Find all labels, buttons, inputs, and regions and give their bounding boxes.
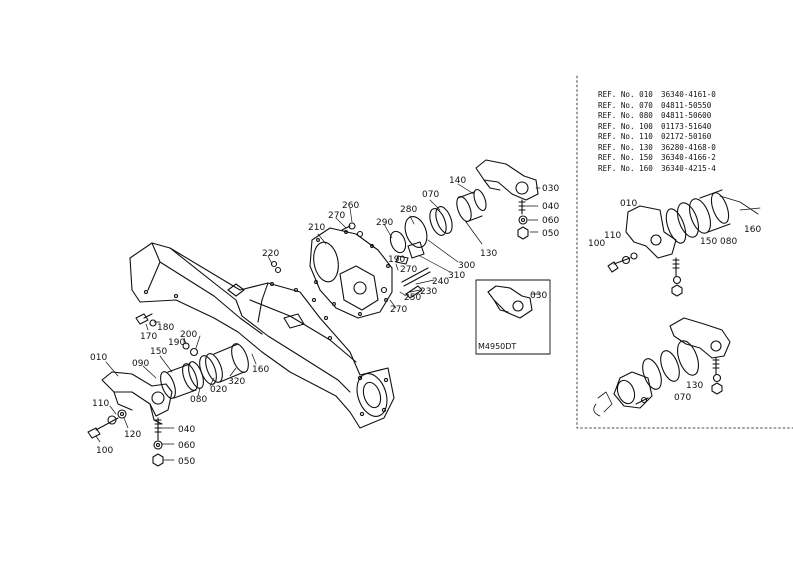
model-code-label: M4950DT (478, 342, 517, 351)
callout-050-right: 050 (542, 229, 559, 239)
callout-160: 160 (252, 365, 269, 375)
callout-210: 210 (308, 223, 325, 233)
alt-callout-080: 080 (720, 237, 737, 247)
callout-230: 230 (420, 287, 437, 297)
callout-130: 130 (480, 249, 497, 259)
callout-200: 200 (180, 330, 197, 340)
bearing-holder-left (101, 371, 173, 425)
left-shaft-rings (160, 343, 249, 399)
callout-080: 080 (190, 395, 207, 405)
callout-170: 170 (140, 332, 157, 342)
callout-190-center: 190 (388, 255, 405, 265)
alt-callout-110: 110 (604, 231, 621, 241)
callout-220: 220 (262, 249, 279, 259)
callout-250: 250 (404, 293, 421, 303)
callout-110: 110 (92, 399, 109, 409)
differential-cover (309, 227, 409, 319)
alt-callout-010: 010 (620, 199, 637, 209)
callout-180: 180 (157, 323, 174, 333)
callout-060-right: 060 (542, 216, 559, 226)
left-fasteners (87, 313, 199, 467)
callout-280: 280 (400, 205, 417, 215)
axle-housing (129, 242, 395, 429)
bearing-holder-right-top (475, 159, 539, 240)
callout-190: 190 (168, 338, 185, 348)
callout-270-top: 270 (328, 211, 345, 221)
callout-090: 090 (132, 359, 149, 369)
alt-callout-160: 160 (744, 225, 761, 235)
callout-140: 140 (449, 176, 466, 186)
alt-callout-070: 070 (674, 393, 691, 403)
callout-060: 060 (178, 441, 195, 451)
callout-270-center: 270 (400, 265, 417, 275)
callout-020: 020 (210, 385, 227, 395)
callout-050: 050 (178, 457, 195, 467)
callout-030-inset: 030 (530, 291, 547, 301)
callout-300: 300 (458, 261, 475, 271)
callout-240: 240 (432, 277, 449, 287)
alternate-panel (576, 75, 793, 429)
leader-lines (95, 183, 541, 461)
callout-310: 310 (448, 271, 465, 281)
callout-320: 320 (228, 377, 245, 387)
callout-070: 070 (422, 190, 439, 200)
callout-270-bottom: 270 (390, 305, 407, 315)
callout-010: 010 (90, 353, 107, 363)
callout-150: 150 (150, 347, 167, 357)
callout-030: 030 (542, 184, 559, 194)
callout-120: 120 (124, 430, 141, 440)
alt-callout-150: 150 (700, 237, 717, 247)
detail-inset (475, 279, 551, 355)
callout-260: 260 (342, 201, 359, 211)
center-fasteners (270, 222, 431, 299)
callouts-alt: 010 110 100 150 080 160 130 070 (588, 199, 761, 403)
callout-040: 040 (178, 425, 195, 435)
callouts-main: 010 090 150 110 120 100 170 180 190 200 … (90, 176, 559, 467)
alt-callout-100: 100 (588, 239, 605, 249)
callout-290: 290 (376, 218, 393, 228)
callout-100: 100 (96, 446, 113, 456)
callout-040-right: 040 (542, 202, 559, 212)
alt-callout-130: 130 (686, 381, 703, 391)
